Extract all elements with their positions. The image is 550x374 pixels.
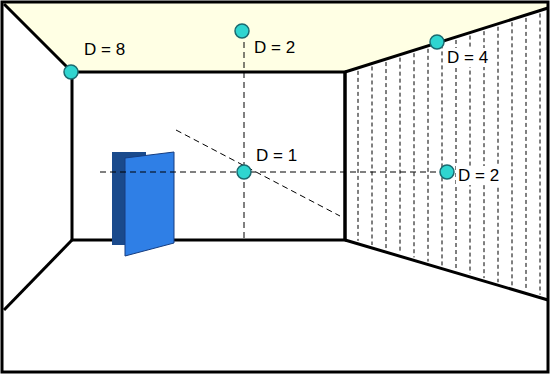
hatch-line: [442, 44, 443, 265]
hatch-line: [470, 36, 471, 274]
door: [125, 152, 174, 256]
hatch-line: [428, 49, 429, 262]
hatch-line: [414, 53, 415, 257]
sample-point: [440, 165, 454, 179]
ceiling-edge: [345, 8, 548, 72]
hatch-line: [498, 27, 499, 282]
hatch-line: [386, 62, 387, 249]
guide-line: [100, 172, 444, 173]
wall-corner: [344, 72, 347, 240]
hatch-line: [484, 31, 485, 278]
floor-edge: [4, 240, 72, 310]
point-label: D = 4: [445, 48, 490, 67]
guide-line: [176, 130, 340, 216]
hatch-line: [526, 18, 527, 291]
point-label: D = 8: [82, 40, 127, 59]
ceiling-edge: [4, 4, 72, 72]
hatch-line: [512, 22, 513, 286]
sample-point: [430, 35, 444, 49]
point-label: D = 1: [254, 146, 299, 165]
hatch-line: [456, 40, 457, 270]
hatch-line: [358, 71, 359, 241]
sample-point: [64, 65, 78, 79]
hatch-line: [400, 58, 401, 254]
sample-points: [64, 24, 454, 179]
sample-point: [235, 24, 249, 38]
hatch-line: [372, 66, 373, 244]
ceiling: [3, 3, 547, 72]
sample-point: [237, 165, 251, 179]
point-label: D = 2: [252, 38, 297, 57]
floor-edge: [345, 240, 548, 300]
hatch-line: [540, 14, 541, 295]
guide-line: [244, 32, 245, 240]
point-label: D = 2: [456, 166, 501, 185]
